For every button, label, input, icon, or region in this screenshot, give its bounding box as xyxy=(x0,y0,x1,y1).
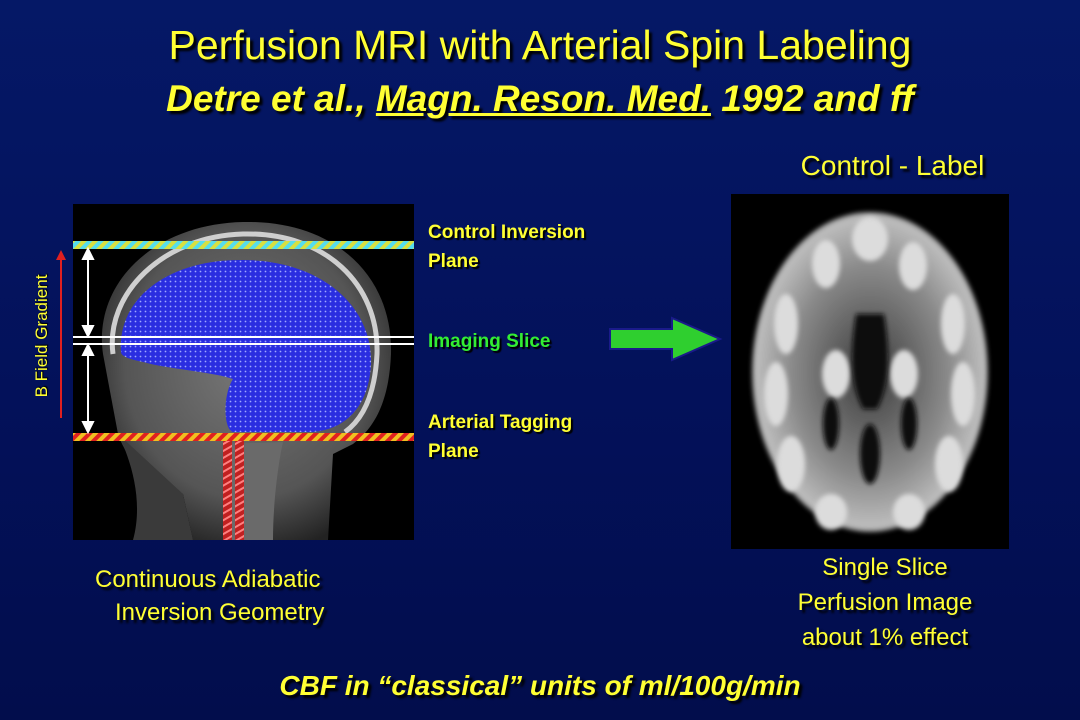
sagittal-mri-illustration xyxy=(73,221,414,540)
distance-arrows xyxy=(81,246,95,435)
brain-region xyxy=(120,259,372,432)
perfusion-caption-line1: Single Slice xyxy=(822,554,948,581)
control-inversion-plane xyxy=(73,241,414,249)
perfusion-image xyxy=(731,194,1009,549)
slide-title: Perfusion MRI with Arterial Spin Labelin… xyxy=(168,22,912,68)
arterial-tagging-plane-label: Arterial Tagging Plane xyxy=(428,408,572,466)
sagittal-mri-image xyxy=(73,204,414,540)
carotid-artery-left xyxy=(223,436,232,540)
subtitle-journal: Magn. Reson. Med. xyxy=(375,78,711,119)
perfusion-caption-line3: about 1% effect xyxy=(801,624,969,651)
subtitle-year: 1992 and ff xyxy=(710,78,914,119)
control-inversion-plane-label: Control Inversion Plane xyxy=(428,218,585,276)
perfusion-header: Control - Label xyxy=(800,150,985,181)
perfusion-map-illustration xyxy=(752,212,988,532)
perfusion-caption: Single Slice Perfusion Image about 1% ef… xyxy=(760,550,1010,655)
perfusion-caption-line2: Perfusion Image xyxy=(797,589,973,616)
geometry-caption-line1: Continuous Adiabatic xyxy=(95,566,321,593)
subtitle-authors: Detre et al., xyxy=(166,78,376,119)
b-field-gradient-label: B Field Gradient xyxy=(32,274,51,398)
control-plane-label-line2: Plane xyxy=(428,251,479,272)
cortical-gyri xyxy=(764,217,975,530)
slide-subtitle: Detre et al., Magn. Reson. Med. 1992 and… xyxy=(0,78,1080,120)
imaging-slice-label: Imaging Slice xyxy=(428,331,551,352)
tagging-plane-label-line1: Arterial Tagging xyxy=(428,412,573,433)
geometry-caption-line2: Inversion Geometry xyxy=(115,599,325,626)
face-region xyxy=(118,434,193,540)
tagging-plane-label-line2: Plane xyxy=(428,441,479,462)
ventricles xyxy=(823,314,917,484)
carotid-artery-right xyxy=(235,436,244,540)
right-arrow-icon xyxy=(609,316,723,362)
skull-contour xyxy=(109,231,380,435)
arterial-tagging-plane xyxy=(73,433,414,441)
geometry-caption: Continuous Adiabatic Inversion Geometry xyxy=(95,563,385,629)
control-plane-label-line1: Control Inversion xyxy=(428,222,586,243)
b-field-gradient-arrow xyxy=(56,250,66,418)
cbf-units-footer: CBF in “classical” units of ml/100g/min xyxy=(279,670,801,701)
